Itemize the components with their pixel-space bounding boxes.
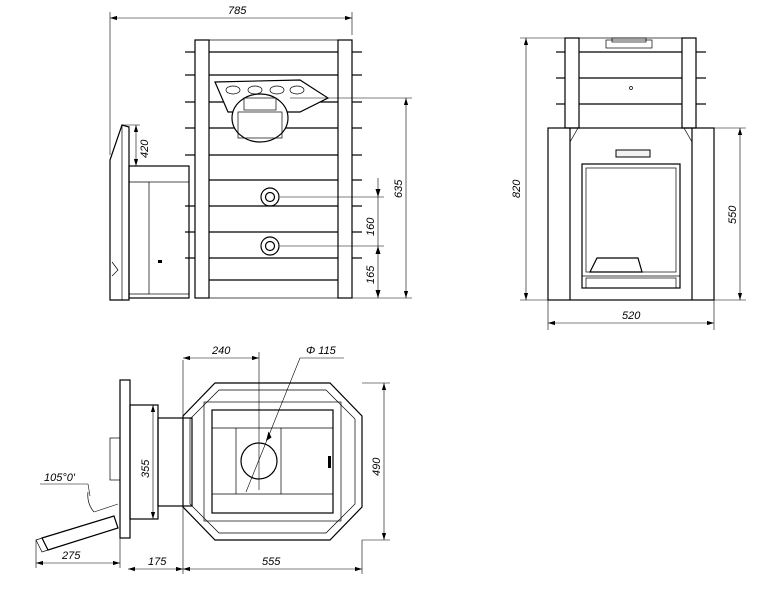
front-dimensions: 820 550 520 — [511, 37, 746, 330]
side-mid-label: 160 — [365, 217, 377, 236]
top-angle-label: 105°0' — [44, 472, 76, 484]
side-width-label: 785 — [228, 5, 247, 17]
side-body — [185, 39, 362, 299]
front-body — [547, 37, 715, 301]
side-upper-label: 420 — [139, 139, 151, 158]
top-view: 240 Φ 115 355 490 105°0' 275 175 — [35, 345, 390, 574]
top-offset-label: 240 — [211, 345, 231, 357]
top-neck-label: 175 — [148, 556, 167, 568]
top-door-label: 275 — [61, 550, 81, 562]
top-depth-label: 490 — [371, 457, 383, 476]
top-door — [35, 379, 131, 553]
top-tunnel-label: 355 — [140, 459, 152, 478]
top-body — [182, 382, 363, 541]
front-width-label: 520 — [622, 310, 641, 322]
side-total-label: 635 — [393, 179, 405, 198]
top-diameter-label: Φ 115 — [306, 345, 337, 357]
side-low-label: 165 — [365, 265, 377, 284]
top-dimensions: 240 Φ 115 355 490 105°0' 275 175 — [35, 345, 390, 574]
side-door-panel — [109, 124, 130, 301]
top-body-label: 555 — [262, 556, 281, 568]
side-view: 785 420 635 160 165 — [109, 5, 412, 301]
side-dimensions: 785 420 635 160 165 — [109, 5, 412, 299]
front-lower-label: 550 — [727, 205, 739, 224]
side-firebox-tunnel — [128, 165, 190, 299]
front-view: 820 550 520 — [511, 37, 746, 330]
front-height-label: 820 — [511, 179, 523, 198]
